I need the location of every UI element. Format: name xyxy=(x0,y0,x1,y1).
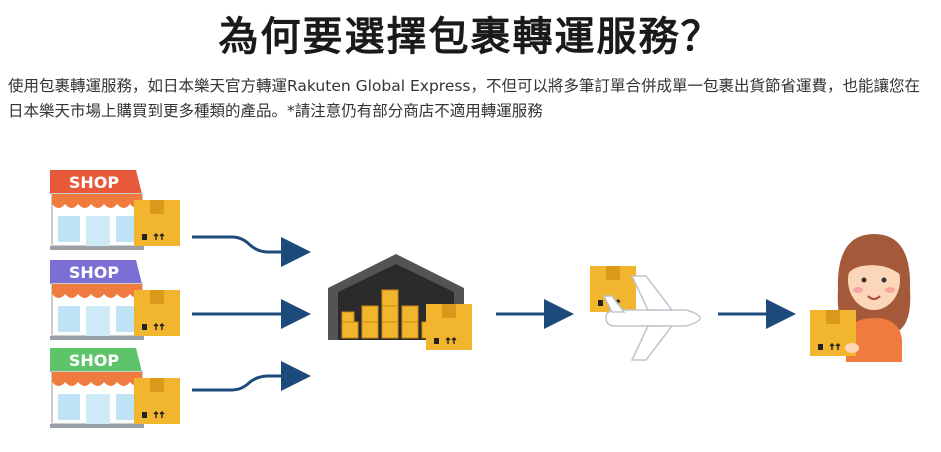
warehouse-icon xyxy=(328,254,473,351)
page-title: 為何要選擇包裹轉運服務？ xyxy=(218,14,723,60)
shop-1-label: SHOP xyxy=(69,173,120,192)
package-icon xyxy=(133,289,181,337)
shop-2: SHOP xyxy=(49,260,181,341)
airplane-icon xyxy=(602,275,701,361)
arrow-shop-1-to-warehouse xyxy=(192,235,311,267)
package-icon xyxy=(133,377,181,425)
shop-1: SHOP xyxy=(49,170,181,251)
shop-2-sign xyxy=(50,260,142,284)
shop-3-label: SHOP xyxy=(69,351,120,370)
package-icon xyxy=(425,303,473,351)
storefront-icon xyxy=(49,371,145,429)
shop-2-label: SHOP xyxy=(69,263,120,282)
shipping-flow-diagram: SHOP SHOP SHOP xyxy=(49,170,911,429)
description-text: 使用包裹轉運服務，如日本樂天官方轉運Rakuten Global Express… xyxy=(8,77,921,120)
storefront-icon xyxy=(49,283,145,341)
storefront-icon xyxy=(49,193,145,251)
shop-3-sign xyxy=(50,348,142,372)
customer-icon xyxy=(809,234,911,362)
arrow-shop-3-to-warehouse xyxy=(192,361,311,392)
package-icon xyxy=(133,199,181,247)
shop-3: SHOP xyxy=(49,348,181,429)
airplane-shipping-icon xyxy=(589,265,701,361)
shop-1-sign xyxy=(50,170,142,194)
